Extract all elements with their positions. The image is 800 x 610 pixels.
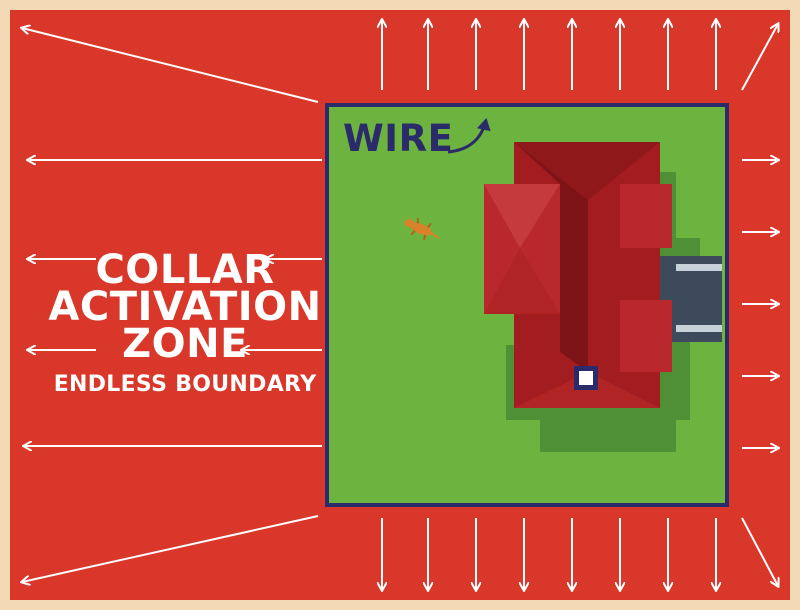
dog-icon (404, 218, 440, 241)
arrow-icon (22, 515, 319, 582)
arrow-icon (741, 24, 778, 91)
wire-label: WIRE (343, 117, 454, 160)
arrow-icon (22, 28, 319, 103)
zone-subtitle: ENDLESS BOUNDARY (53, 372, 317, 397)
arrow-icon (741, 517, 778, 586)
zone-title-line-1: COLLAR (95, 247, 275, 293)
curved-arrow-icon (447, 118, 491, 154)
zone-title-line-2: ACTIVATION (48, 284, 322, 330)
boundary-arrows (22, 20, 778, 590)
house-roof-icon (484, 142, 672, 408)
boundary-wire (325, 103, 729, 507)
zone-title-line-3: ZONE (122, 321, 248, 367)
